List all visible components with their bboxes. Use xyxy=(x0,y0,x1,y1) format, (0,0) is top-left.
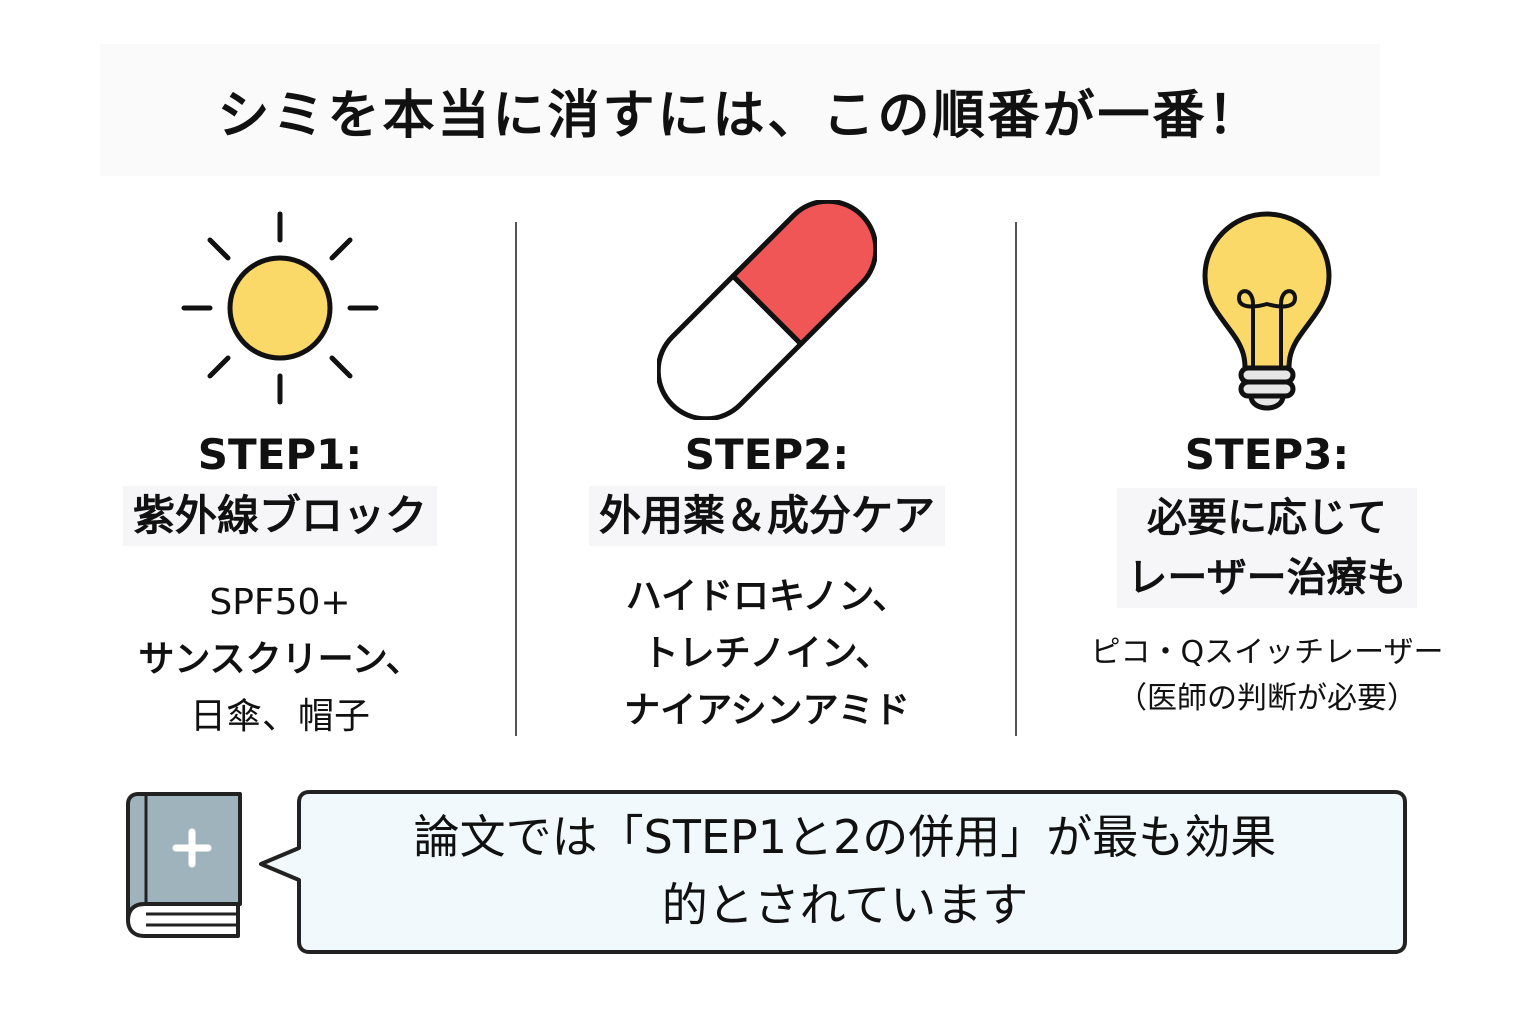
column-divider xyxy=(515,222,517,736)
step-2-column: STEP2: 外用薬＆成分ケア ハイドロキノン、 トレチノイン、 ナイアシンアミ… xyxy=(517,200,1017,739)
step-2-desc-line: ハイドロキノン、 xyxy=(625,576,909,617)
step-2-desc-line: トレチノイン、 xyxy=(642,633,892,674)
step-3-desc-line: ピコ・Qスイッチレーザー xyxy=(1090,635,1444,670)
step-1-title-line: 紫外線ブロック xyxy=(132,491,427,540)
step-1-desc-line: 日傘、帽子 xyxy=(189,696,370,737)
step-1-description: SPF50+ サンスクリーン、 日傘、帽子 xyxy=(138,574,421,745)
step-1-desc-line: SPF50+ xyxy=(209,582,351,623)
lightbulb-icon xyxy=(1202,211,1332,411)
step-1-column: STEP1: 紫外線ブロック SPF50+ サンスクリーン、 日傘、帽子 xyxy=(30,200,530,745)
step-2-desc-line: ナイアシンアミド xyxy=(624,690,910,731)
speech-bubble xyxy=(259,790,1407,954)
medical-book-icon xyxy=(126,792,242,938)
step-2-title: 外用薬＆成分ケア xyxy=(588,486,945,546)
step-2-title-line: 外用薬＆成分ケア xyxy=(598,491,935,540)
step-3-description: ピコ・Qスイッチレーザー （医師の判断が必要） xyxy=(1090,630,1443,722)
footer-note-line: 的とされています xyxy=(661,878,1029,932)
step-3-column: STEP3: 必要に応じて レーザー治療も ピコ・Qスイッチレーザー （医師の判… xyxy=(1017,200,1517,722)
step-1-title: 紫外線ブロック xyxy=(122,486,437,546)
footer-note-line: 論文では「STEP1と2の併用」が最も効果 xyxy=(413,810,1277,864)
step-1-desc-line: サンスクリーン、 xyxy=(138,639,422,680)
sun-icon xyxy=(181,211,379,405)
capsule-icon xyxy=(657,200,877,420)
step-3-title-line: レーザー治療も xyxy=(1127,555,1407,601)
footer-note: 論文では「STEP1と2の併用」が最も効果 的とされています xyxy=(285,790,1405,952)
step-3-desc-line: （医師の判断が必要） xyxy=(1116,681,1417,716)
step-2-label: STEP2: xyxy=(684,430,850,479)
page-title: シミを本当に消すには、この順番が一番！ xyxy=(217,85,1263,146)
title-band: シミを本当に消すには、この順番が一番！ xyxy=(100,44,1380,176)
step-3-title: 必要に応じて レーザー治療も xyxy=(1117,488,1417,608)
step-3-title-line: 必要に応じて xyxy=(1146,495,1387,541)
column-divider xyxy=(1015,222,1017,736)
step-3-label: STEP3: xyxy=(1184,430,1350,479)
step-1-label: STEP1: xyxy=(197,430,363,479)
step-2-description: ハイドロキノン、 トレチノイン、 ナイアシンアミド xyxy=(624,568,910,739)
